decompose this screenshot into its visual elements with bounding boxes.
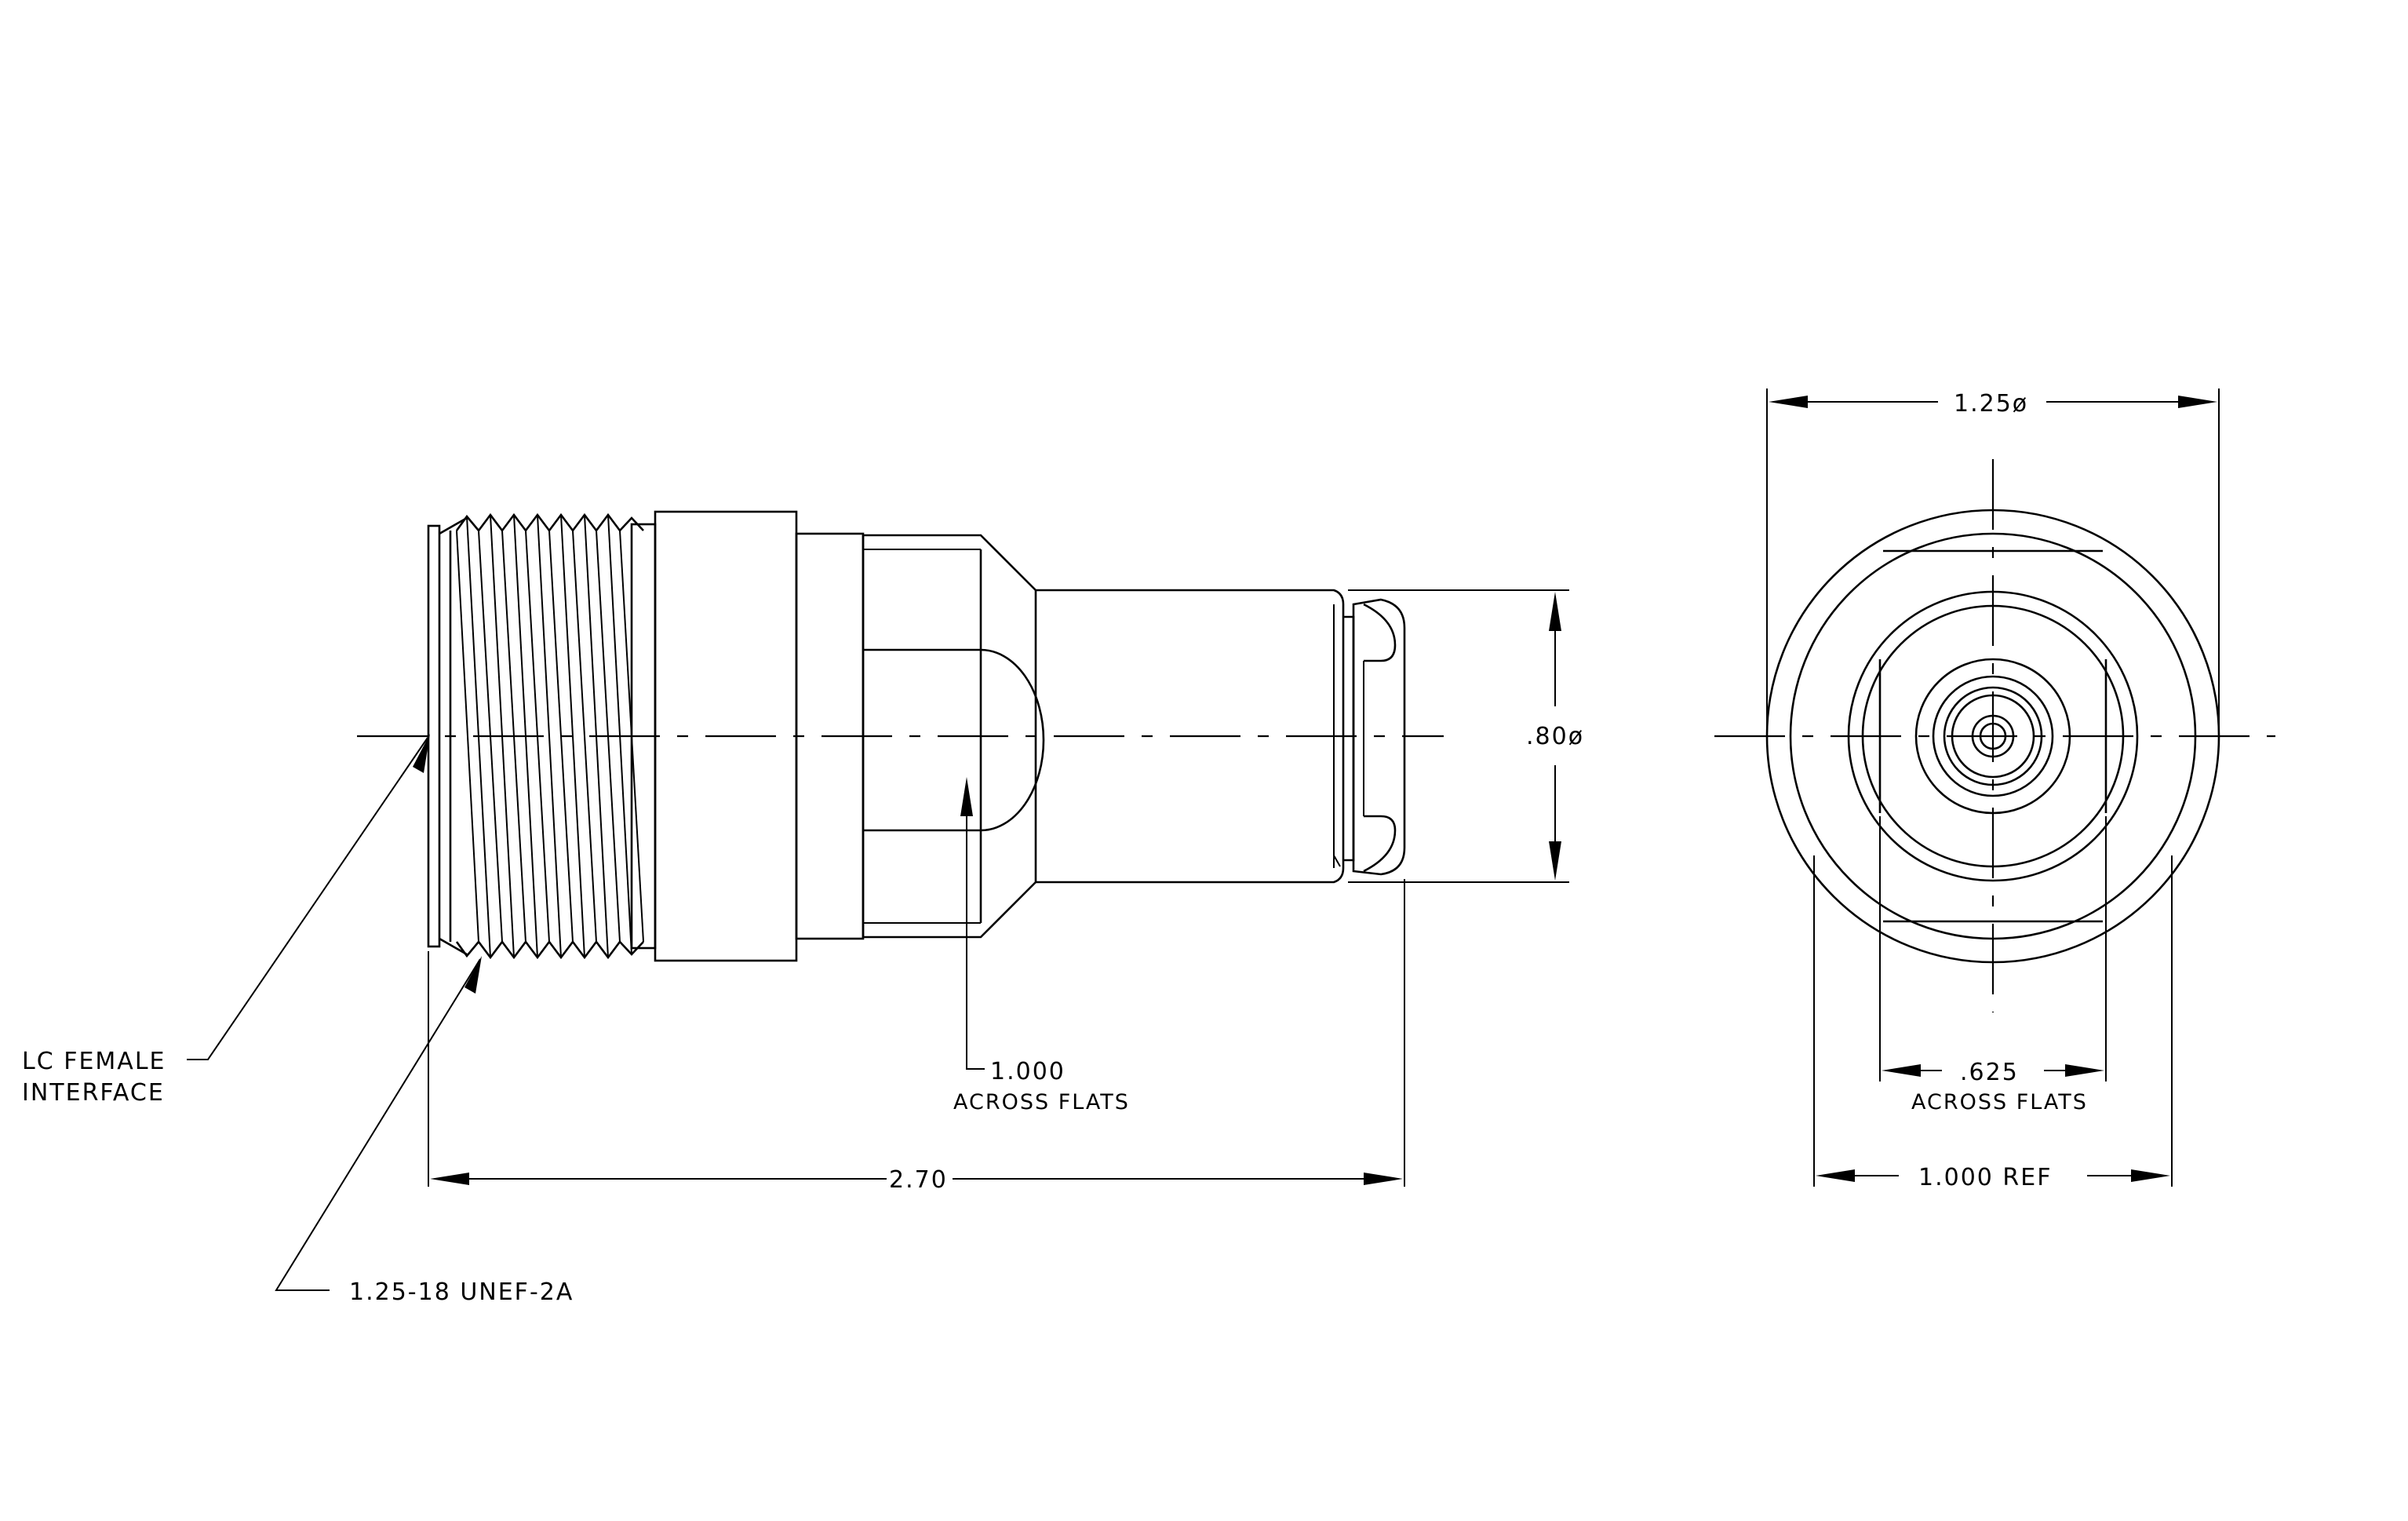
inner-bore-circle [1861,604,2125,868]
nut-circle [1847,590,2139,882]
hex-flats-value: 1.000 [990,1058,1066,1085]
overall-length-dimension [428,879,1405,1187]
interface-ring-outer [1914,658,2071,815]
outer-diameter-value: 1.25ø [1954,390,2028,418]
interface-label-line1: LC FEMALE [22,1048,166,1075]
center-contact-outer [1971,714,2015,758]
end-flats-value: .625 [1960,1059,2019,1086]
end-ref-dimension [1813,855,2173,1187]
side-view: LC FEMALE INTERFACE 1.25-18 UNEF-2A 1.00… [22,510,1584,1306]
interface-label-line2: INTERFACE [22,1079,165,1107]
interface-ring-4 [1951,694,2035,779]
thread-leader [275,956,482,1291]
end-ref-value: 1.000 REF [1918,1164,2052,1191]
hex-flats-caption: ACROSS FLATS [953,1090,1130,1114]
end-flats-caption: ACROSS FLATS [1911,1090,2088,1114]
end-flats-dimension [1879,816,2107,1081]
body-diameter-dimension [1348,589,1569,883]
interface-ring-2 [1932,675,2054,797]
outer-diameter-dimension [1766,388,2220,736]
overall-length-value: 2.70 [889,1166,948,1194]
interface-ring-3 [1943,686,2043,786]
threaded-section [427,512,657,960]
end-nut [1352,598,1406,876]
thread-spec-label: 1.25-18 UNEF-2A [349,1278,574,1306]
center-contact-inner [1979,722,2007,750]
body-diameter-value: .80ø [1526,723,1584,750]
thread-circle [1789,532,2197,940]
end-view: 1.25ø .625 ACROSS FLATS 1.000 REF [1714,388,2275,1191]
hex-flats-leader [960,777,985,1070]
interface-leader [187,734,430,1060]
